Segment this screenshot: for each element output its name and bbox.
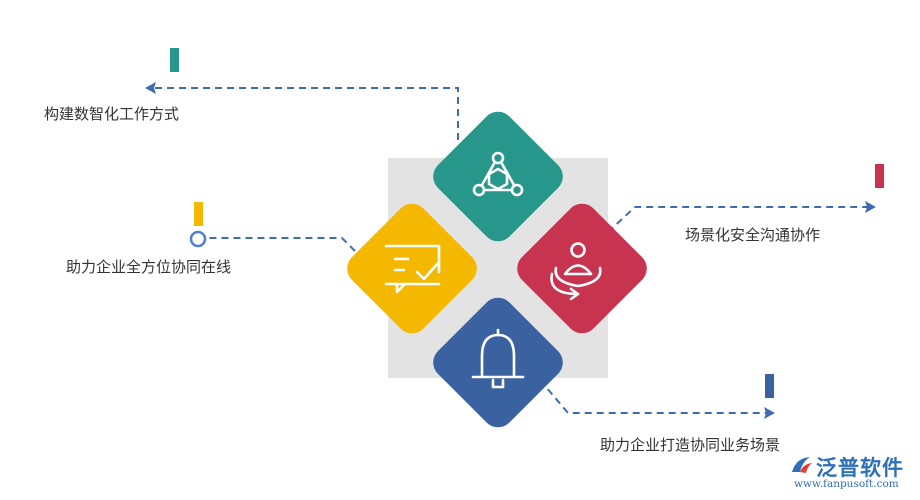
bell-icon <box>471 328 525 389</box>
marker-right <box>875 164 884 188</box>
network-cube-icon <box>472 151 524 197</box>
label-right: 场景化安全沟通协作 <box>685 226 821 244</box>
arrowhead-right <box>865 201 876 213</box>
connector-top <box>152 87 459 140</box>
marker-bottom <box>765 374 774 398</box>
connector-right <box>607 206 868 233</box>
arrowhead-bottom <box>764 407 775 419</box>
connector-left-endpoint <box>189 230 207 248</box>
diamond-left <box>347 203 477 334</box>
brand-name: 泛普软件 <box>816 456 904 480</box>
diamond-right <box>517 203 647 334</box>
brand-url: www.fanpusoft.com <box>794 478 899 490</box>
marker-left <box>194 202 203 226</box>
chat-check-icon <box>384 244 441 294</box>
connector-bottom <box>539 379 767 414</box>
diamond-top <box>433 111 563 242</box>
diamond-bottom <box>433 297 563 428</box>
arrowhead-top <box>145 82 156 94</box>
label-left: 助力企业全方位协同在线 <box>66 258 232 276</box>
user-orbit-icon <box>550 242 602 301</box>
brand-logo: 泛普软件 www.fanpusoft.com <box>790 452 914 496</box>
brand-mark-icon <box>792 457 812 473</box>
label-top: 构建数智化工作方式 <box>44 105 180 123</box>
marker-top <box>170 48 179 72</box>
label-bottom: 助力企业打造协同业务场景 <box>600 436 781 454</box>
